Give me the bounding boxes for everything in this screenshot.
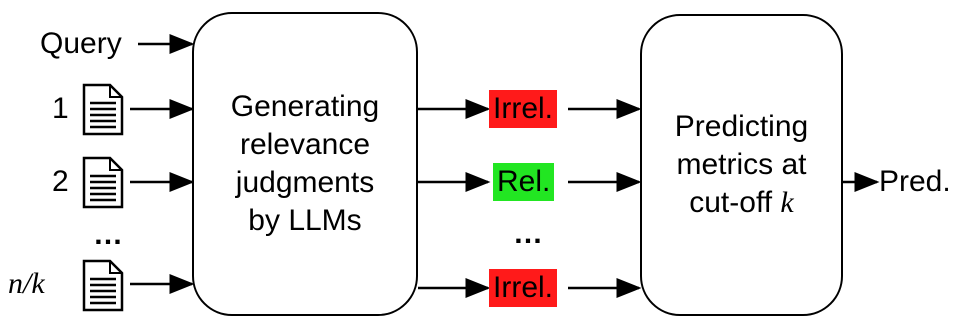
document-icon	[82, 259, 124, 312]
generate-judgments-box: Generating relevance judgments by LLMs	[192, 12, 418, 316]
generate-line-3: judgments	[235, 166, 375, 199]
doc-ellipsis: …	[93, 218, 123, 251]
doc-last-label: n/k	[8, 267, 45, 300]
document-icon	[82, 156, 124, 209]
judgment-ellipsis: …	[513, 217, 543, 250]
predict-line-3: cut-off k	[689, 186, 794, 219]
doc-1-label: 1	[52, 92, 69, 125]
generate-line-2: relevance	[239, 128, 371, 161]
query-label: Query	[40, 27, 122, 60]
judgment-irrelevant-1: Irrel.	[489, 90, 557, 128]
generate-line-1: Generating	[230, 90, 380, 123]
predict-line-2: metrics at	[676, 148, 807, 181]
generate-line-4: by LLMs	[248, 204, 362, 237]
predict-line-1: Predicting	[674, 110, 809, 143]
judgment-irrelevant-2: Irrel.	[489, 269, 557, 307]
document-icon	[82, 83, 124, 136]
doc-2-label: 2	[52, 165, 69, 198]
judgment-relevant: Rel.	[493, 163, 555, 201]
pred-output-label: Pred.	[879, 165, 951, 198]
predict-metrics-box: Predicting metrics at cut-off k	[640, 14, 843, 316]
